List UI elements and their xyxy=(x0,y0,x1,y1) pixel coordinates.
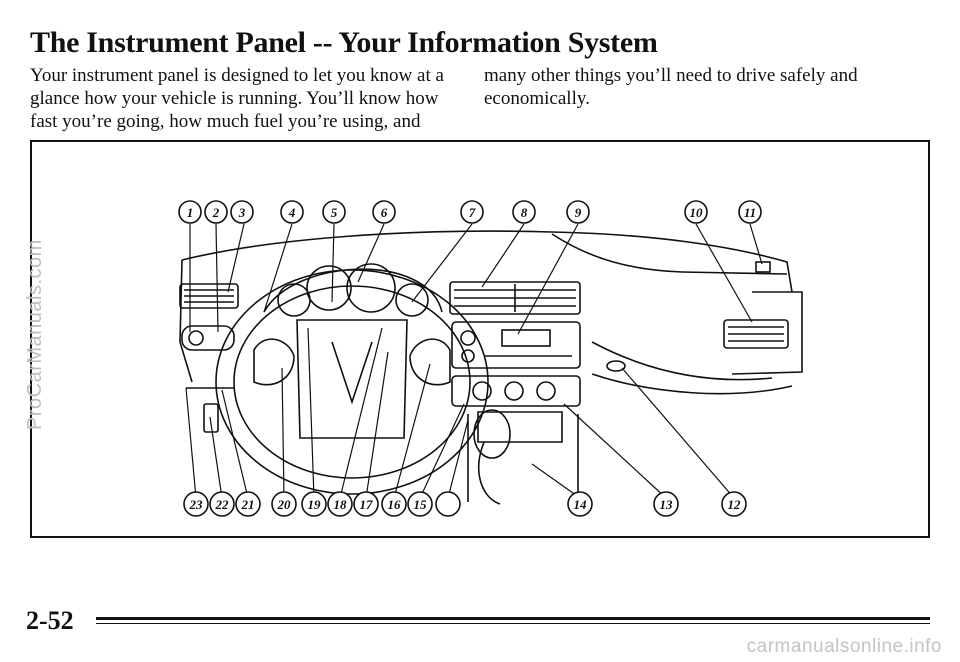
callout-top-label: 4 xyxy=(288,205,296,220)
callout-bottom-label: 23 xyxy=(189,497,204,512)
footer-rule-thin xyxy=(96,623,930,624)
callout-bottom-label: 15 xyxy=(414,497,428,512)
page-title: The Instrument Panel -- Your Information… xyxy=(30,26,658,59)
callout-bottom-label: 22 xyxy=(215,497,230,512)
callout-top-label: 6 xyxy=(381,205,388,220)
callout-top-label: 5 xyxy=(331,205,338,220)
callout-top-label: 10 xyxy=(690,205,704,220)
callout-top-label: 1 xyxy=(187,205,194,220)
footer-rule-thick xyxy=(96,617,930,620)
callout-top-label: 11 xyxy=(744,205,756,220)
dashboard-drawing: 1 2 3 4 5 6 7 8 9 10 11 23 22 21 20 19 1… xyxy=(178,200,803,517)
callout-bottom-label: 21 xyxy=(241,497,255,512)
callout-bottom-label: 16 xyxy=(388,497,402,512)
callout-top-label: 3 xyxy=(238,205,246,220)
callout-bottom-label: 14 xyxy=(574,497,588,512)
footer-watermark: carmanualsonline.info xyxy=(746,636,942,657)
callout-bottom-label: 12 xyxy=(728,497,742,512)
instrument-panel-illustration: 1 2 3 4 5 6 7 8 9 10 11 23 22 21 20 19 1… xyxy=(30,140,930,538)
page-number: 2-52 xyxy=(26,606,74,635)
callout-bottom-label: 17 xyxy=(360,497,374,512)
callout-top-label: 2 xyxy=(212,205,220,220)
callout-bottom-label: 20 xyxy=(277,497,292,512)
callout-top-label: 7 xyxy=(469,205,476,220)
callout-bottom-label: 13 xyxy=(660,497,674,512)
callout-bottom-label: 18 xyxy=(334,497,348,512)
intro-paragraph-left: Your instrument panel is designed to let… xyxy=(30,65,444,132)
side-watermark: ProCarManuals.com xyxy=(24,239,46,430)
intro-paragraph-right: many other things you’ll need to drive s… xyxy=(484,65,858,109)
callout-bottom-label: 19 xyxy=(308,497,322,512)
callout-top-label: 9 xyxy=(575,205,582,220)
callout-top-label: 8 xyxy=(521,205,528,220)
